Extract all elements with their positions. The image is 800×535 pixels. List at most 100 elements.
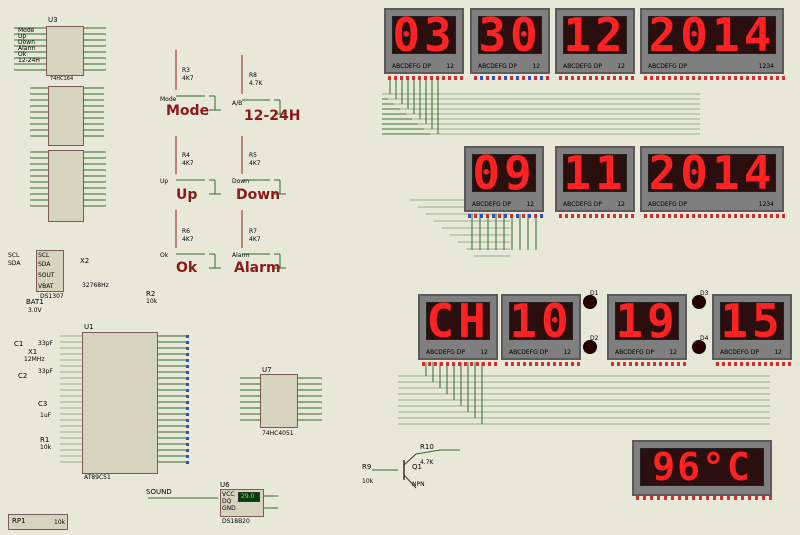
pin-marker <box>559 76 562 80</box>
pin-marker <box>706 496 709 500</box>
pin-marker <box>523 362 526 366</box>
display-hours: 03 ABCDEFG DP 12 <box>384 8 464 74</box>
pin-marker <box>470 362 473 366</box>
pin-marker <box>186 365 189 368</box>
digit-pins: 12 <box>526 201 534 208</box>
net-label: A/B <box>232 100 243 107</box>
pin-marker <box>662 214 665 218</box>
temperature-digits: 96°C <box>652 445 752 489</box>
pin-marker <box>782 362 785 366</box>
display-alarm-4: 15 ABCDEFG DP 12 <box>712 294 792 360</box>
pin-marker <box>498 214 501 218</box>
display-digits: 30 <box>478 8 542 62</box>
r9-label: R9 <box>362 463 372 471</box>
pin-marker <box>653 362 656 366</box>
pin-marker <box>186 341 189 344</box>
net-label: Alarm <box>232 252 250 259</box>
pin-marker <box>692 76 695 80</box>
pin-marker <box>480 214 483 218</box>
net-label: Down <box>18 39 36 46</box>
led-icon <box>692 295 706 309</box>
alarm-button[interactable]: Alarm <box>234 260 281 276</box>
pin-marker <box>480 76 483 80</box>
r1-label: R1 <box>40 436 50 444</box>
pin-marker <box>553 362 556 366</box>
pin-marker <box>619 214 622 218</box>
pin-marker <box>728 76 731 80</box>
pin-marker <box>476 362 479 366</box>
pin-marker <box>758 214 761 218</box>
ok-button[interactable]: Ok <box>176 260 198 276</box>
pin-marker <box>440 362 443 366</box>
digit-pins: 12 <box>774 349 782 356</box>
pin-marker <box>686 214 689 218</box>
pin-marker <box>644 76 647 80</box>
net-label: Mode <box>18 27 35 34</box>
pin-marker <box>571 214 574 218</box>
net-label: Alarm <box>18 45 36 52</box>
pin-marker <box>186 455 189 458</box>
pin-marker <box>571 76 574 80</box>
pin-marker <box>764 76 767 80</box>
c3-value: 1uF <box>40 412 52 419</box>
pin-marker <box>668 76 671 80</box>
pin-marker <box>422 362 425 366</box>
down-button[interactable]: Down <box>236 187 281 203</box>
digit-pins: 12 <box>446 63 454 70</box>
pin-marker <box>434 362 437 366</box>
pin-marker <box>529 362 532 366</box>
pin-marker <box>607 76 610 80</box>
pin-marker <box>186 395 189 398</box>
pin-marker <box>394 76 397 80</box>
pin-marker <box>412 76 415 80</box>
pin-marker <box>631 214 634 218</box>
pin-marker <box>186 401 189 404</box>
rp1-label: RP1 <box>12 517 26 525</box>
pin-marker <box>186 377 189 380</box>
mode-button[interactable]: Mode <box>166 103 210 119</box>
wire <box>403 474 417 489</box>
resistor-label: R5 <box>249 152 257 159</box>
segment-label: ABCDEFG DP <box>720 349 759 356</box>
digit-pins: 12 <box>669 349 677 356</box>
display-digits: 19 <box>615 294 679 348</box>
pin-marker <box>710 76 713 80</box>
resistor-value: 4K7 <box>182 236 194 243</box>
pin-marker <box>595 76 598 80</box>
pin-marker <box>517 362 520 366</box>
pin-marker <box>186 347 189 350</box>
display-seconds: 12 ABCDEFG DP 12 <box>555 8 635 74</box>
pin-marker <box>464 362 467 366</box>
pin-marker <box>762 496 765 500</box>
pin-marker <box>752 76 755 80</box>
resistor-label: R6 <box>182 228 190 235</box>
up-button[interactable]: Up <box>176 187 198 203</box>
pin-marker <box>535 362 538 366</box>
12-24h-button[interactable]: 12-24H <box>244 108 301 124</box>
pin-marker <box>704 76 707 80</box>
pin-marker <box>458 362 461 366</box>
pin-marker <box>595 214 598 218</box>
net-label: Up <box>160 178 169 185</box>
u1-mcu <box>82 332 158 474</box>
pin-marker <box>788 362 791 366</box>
pin-marker <box>186 371 189 374</box>
segment-label: ABCDEFG DP <box>615 349 654 356</box>
pin-marker <box>734 214 737 218</box>
pin-marker <box>668 214 671 218</box>
digit-pins: 12 <box>563 349 571 356</box>
pin-marker <box>728 362 731 366</box>
pin-marker <box>488 362 491 366</box>
display-digits: CH <box>426 294 490 348</box>
pin-marker <box>656 76 659 80</box>
pin-marker <box>692 214 695 218</box>
crystal-value: 32768Hz <box>82 282 109 289</box>
pin-marker <box>611 362 614 366</box>
pin-marker <box>186 335 189 338</box>
u7-chip <box>260 374 298 428</box>
pin-marker <box>728 214 731 218</box>
pin-marker <box>577 214 580 218</box>
pin-marker <box>625 214 628 218</box>
resistor-value: 4K7 <box>249 236 261 243</box>
pin-marker <box>492 214 495 218</box>
